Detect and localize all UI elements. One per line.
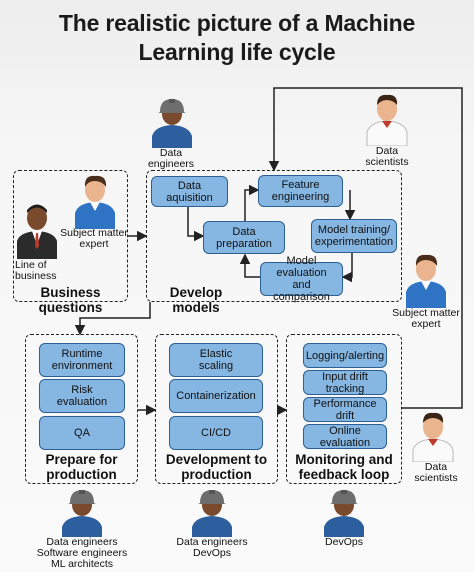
line-of-business-person-icon <box>17 204 57 259</box>
business-questions-label: Business questions <box>38 285 103 315</box>
develop-models-label: Develop models <box>169 285 223 315</box>
monitoring-box <box>286 334 402 484</box>
model-evaluation-step[interactable]: Model evaluation and comparison <box>260 255 343 303</box>
logging-alerting-item[interactable]: Logging/alerting <box>303 343 387 368</box>
sme-right-label: Subject matter expert <box>392 307 460 330</box>
bottom-left-label: Data engineers Software engineers ML arc… <box>36 536 128 570</box>
title-line-1: The realistic picture of a Machine <box>58 10 416 36</box>
data-scientists-right-person-icon <box>412 412 454 462</box>
prepare-production-box <box>25 334 138 484</box>
develop-models-box <box>146 170 402 302</box>
online-evaluation-item[interactable]: Online evaluation <box>303 424 387 449</box>
development-production-box <box>155 334 278 484</box>
sme-person-icon <box>75 175 115 229</box>
business-questions-box <box>13 170 128 302</box>
model-training-step[interactable]: Model training/ experimentation <box>311 219 397 253</box>
data-scientists-right-label: Data scientists <box>414 461 458 484</box>
prepare-production-label: Prepare for production <box>45 452 118 482</box>
feature-engineering-step[interactable]: Feature engineering <box>258 175 343 207</box>
bottom-right-label: DevOps <box>325 536 363 548</box>
data-aquisition-step[interactable]: Data aquisition <box>151 176 228 207</box>
sme-label: Subject matter expert <box>60 227 128 250</box>
monitoring-label: Monitoring and feedback loop <box>295 452 393 482</box>
sme-right-person-icon <box>406 254 446 308</box>
ci-cd-item[interactable]: CI/CD <box>169 416 263 450</box>
data-engineers-person-icon <box>152 99 192 148</box>
input-drift-tracking-item[interactable]: Input drift tracking <box>303 370 387 395</box>
bottom-middle-person-icon <box>192 490 232 537</box>
data-engineers-top-label: Data engineers <box>147 147 195 170</box>
containerization-item[interactable]: Containerization <box>169 379 263 413</box>
data-scientists-top-label: Data scientists <box>365 145 409 168</box>
bottom-left-person-icon <box>62 490 102 537</box>
data-preparation-step[interactable]: Data preparation <box>203 221 285 254</box>
line-of-business-label: Line of business <box>15 259 57 282</box>
risk-evaluation-item[interactable]: Risk evaluation <box>39 379 125 413</box>
data-scientists-top-person-icon <box>366 94 408 146</box>
elastic-scaling-item[interactable]: Elastic scaling <box>169 343 263 377</box>
qa-item[interactable]: QA <box>39 416 125 450</box>
bottom-right-person-icon <box>324 490 364 537</box>
runtime-environment-item[interactable]: Runtime environment <box>39 343 125 377</box>
title-line-2: Learning life cycle <box>138 39 336 65</box>
bottom-middle-label: Data engineers DevOps <box>176 536 248 559</box>
development-production-label: Development to production <box>165 452 268 482</box>
performance-drift-item[interactable]: Performance drift <box>303 397 387 422</box>
